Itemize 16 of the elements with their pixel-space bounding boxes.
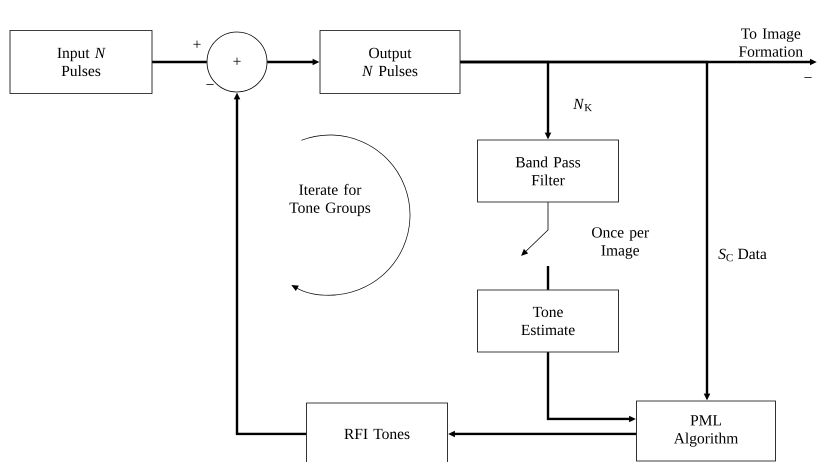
loop-label: Iterate for Tone Groups	[290, 184, 370, 216]
process-box: Band Pass Filter	[477, 140, 619, 202]
connector-line	[152, 60, 207, 64]
process-box: Output N Pulses	[320, 30, 460, 94]
output-label: To Image Formation	[738, 28, 803, 57]
process-box: Input N Pulses	[10, 30, 152, 94]
edge-label: S$_{C}$ Data	[718, 248, 767, 262]
switch-arrow	[521, 202, 548, 256]
process-box: PML Algorithm	[636, 400, 776, 462]
sign-label: −	[206, 84, 214, 85]
process-box: RFI Tones	[306, 402, 448, 462]
edge-label: Once per Image	[592, 227, 649, 259]
edge-label: N$_{K}$	[573, 98, 592, 112]
process-box: Tone Estimate	[477, 290, 619, 352]
sign-label: −	[804, 77, 812, 78]
sign-label: +	[193, 40, 201, 48]
